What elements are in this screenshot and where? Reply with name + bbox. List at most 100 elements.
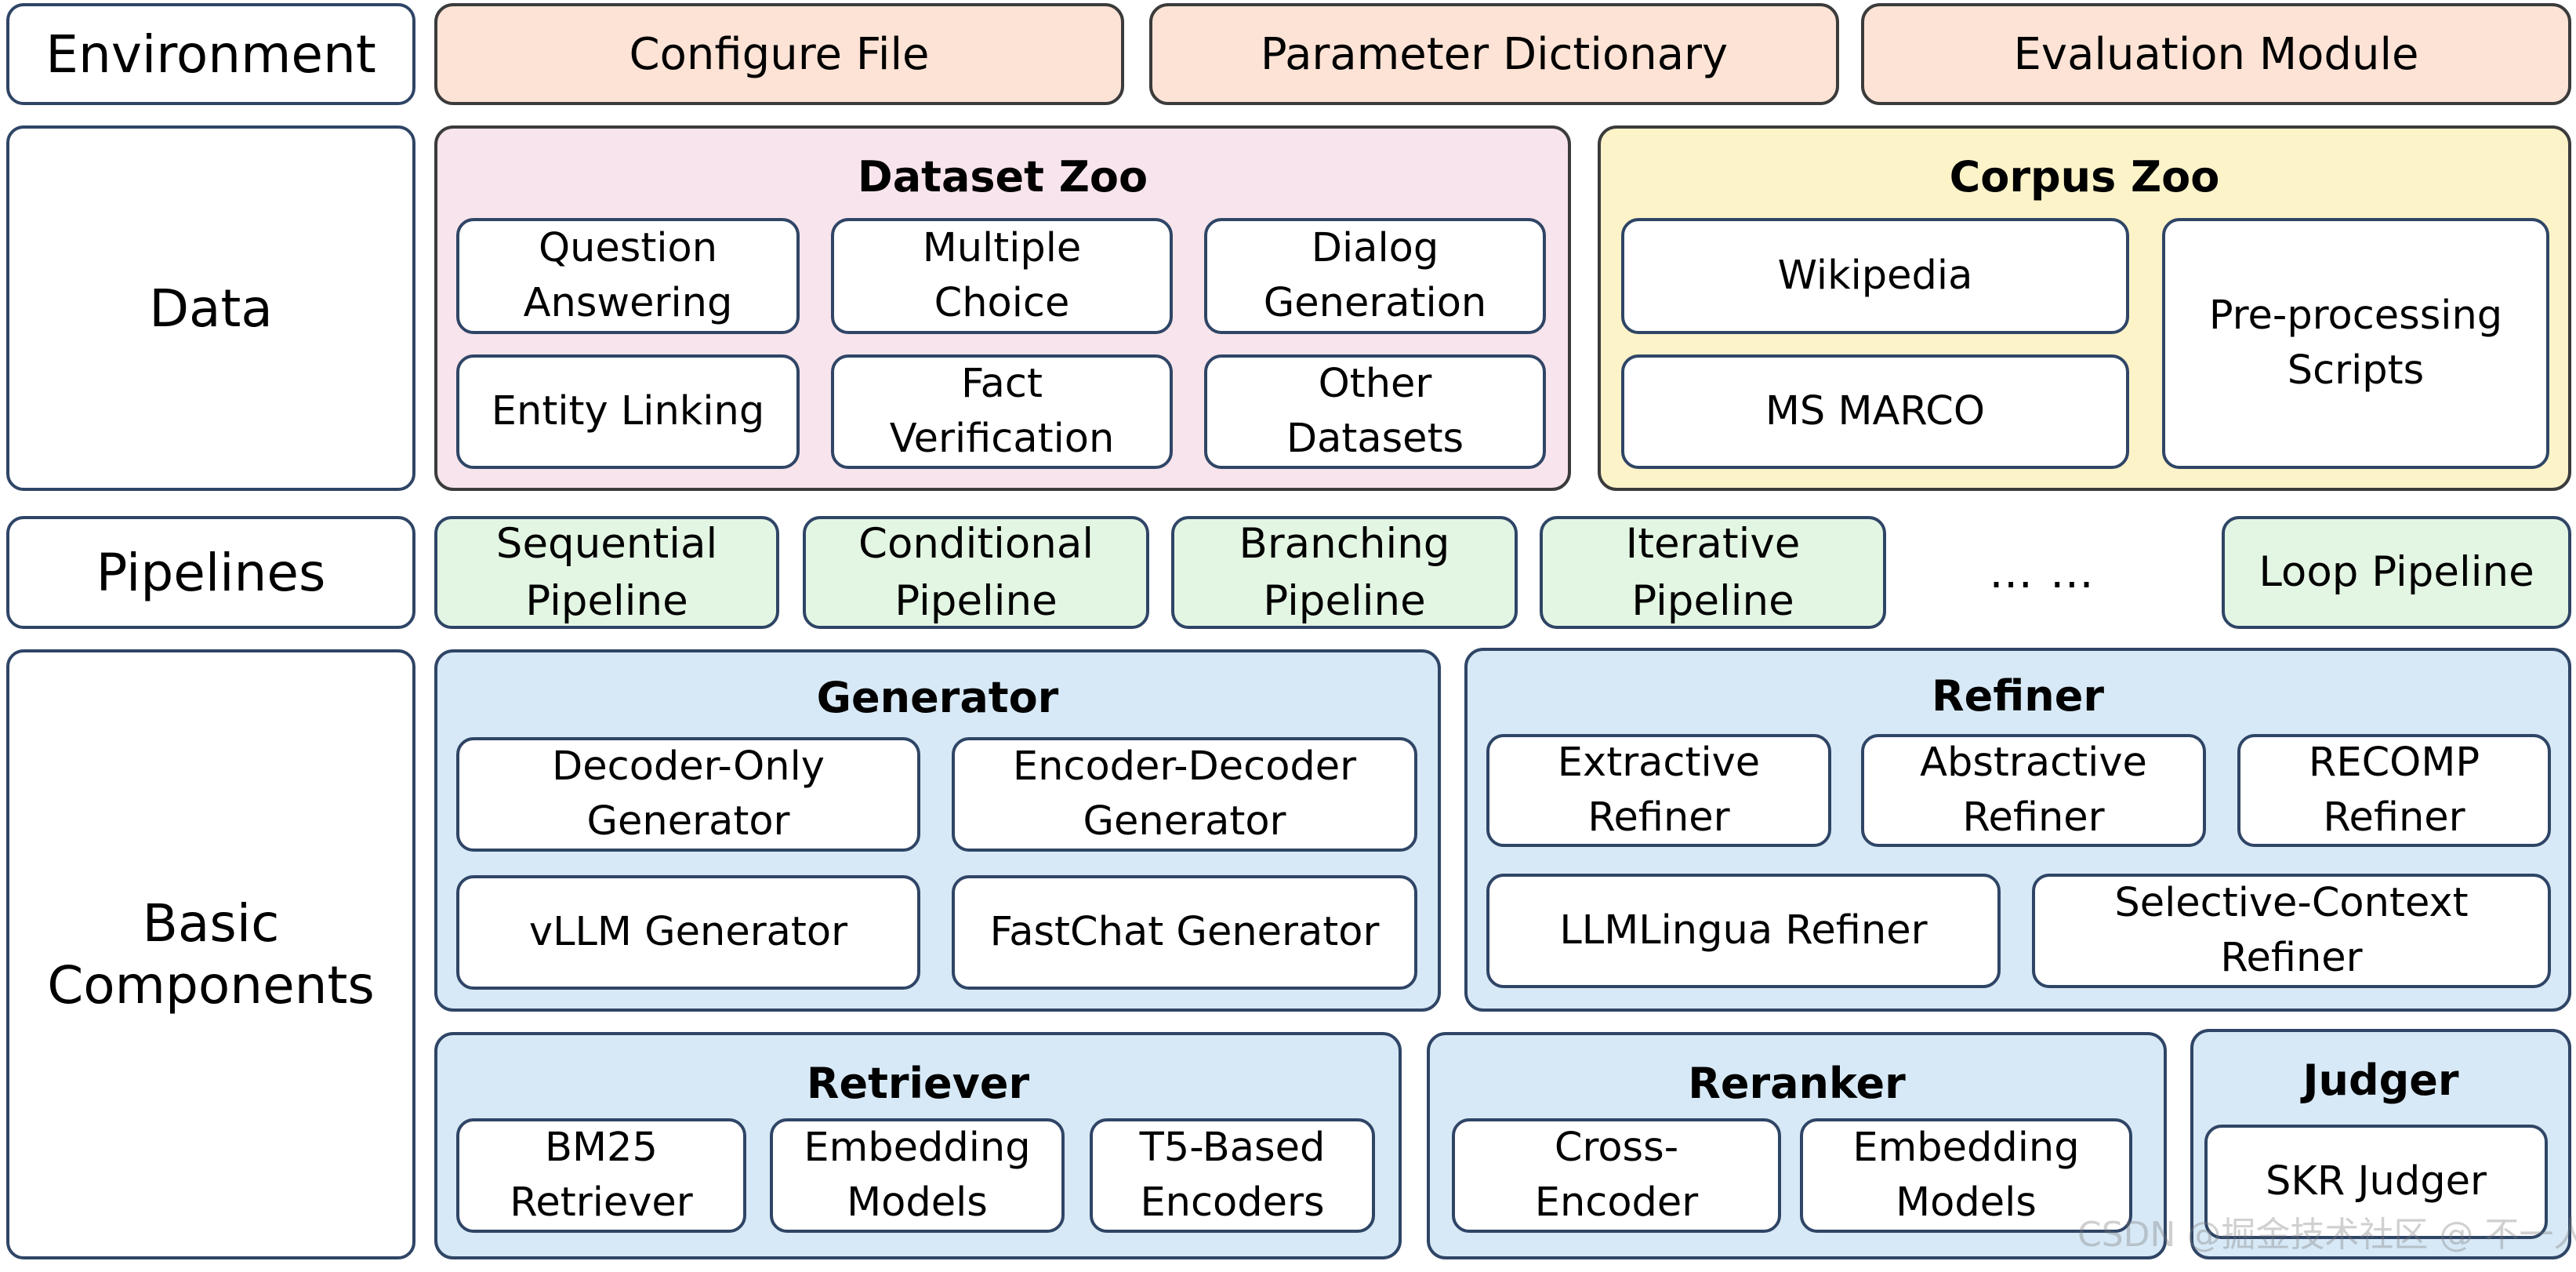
question-answering-line2: Answering	[523, 280, 733, 326]
reranker-embedding-line2: Models	[1896, 1179, 2037, 1226]
judger-title: Judger	[2302, 1056, 2459, 1105]
refiner-title: Refiner	[1932, 671, 2104, 721]
wikipedia-item: Wikipedia	[1621, 218, 2129, 334]
dataset-zoo-title: Dataset Zoo	[857, 152, 1148, 202]
evaluation-module-box: Evaluation Module	[1861, 3, 2571, 105]
skr-judger-item: SKR Judger	[2204, 1125, 2548, 1239]
sequential-pipeline-line1: Sequential	[495, 519, 718, 568]
loop-pipeline-item: Loop Pipeline	[2222, 516, 2571, 629]
configure-file-label: Configure File	[629, 28, 930, 80]
recomp-refiner-line2: Refiner	[2323, 794, 2465, 841]
evaluation-module-label: Evaluation Module	[2013, 28, 2419, 80]
bm25-line2: Retriever	[510, 1179, 693, 1226]
fact-verification-line1: Fact	[961, 360, 1043, 407]
cross-encoder-line1: Cross-	[1554, 1124, 1679, 1171]
sequential-pipeline-line2: Pipeline	[525, 577, 688, 625]
vllm-generator-label: vLLM Generator	[528, 908, 848, 955]
fastchat-generator-label: FastChat Generator	[989, 908, 1380, 955]
extractive-refiner-line1: Extractive	[1557, 739, 1761, 786]
parameter-dictionary-box: Parameter Dictionary	[1149, 3, 1839, 105]
reranker-title: Reranker	[1688, 1059, 1906, 1108]
watermark-text: CSDN @掘金技术社区 @ 不一人工智能	[2077, 1215, 2576, 1255]
extractive-refiner-item: Extractive Refiner	[1486, 734, 1831, 847]
decoder-only-generator-item: Decoder-Only Generator	[456, 737, 920, 852]
generator-title: Generator	[816, 673, 1059, 722]
iterative-pipeline-line1: Iterative	[1625, 519, 1801, 568]
fact-verification-line2: Verification	[889, 416, 1115, 462]
encoder-decoder-line2: Generator	[1083, 798, 1286, 845]
abstractive-refiner-line2: Refiner	[1962, 794, 2105, 841]
corpus-zoo-title: Corpus Zoo	[1949, 152, 2220, 202]
preprocessing-line2: Scripts	[2287, 347, 2425, 394]
selective-context-refiner-item: Selective-Context Refiner	[2032, 874, 2551, 988]
decoder-only-line1: Decoder-Only	[552, 743, 825, 790]
branching-pipeline-item: Branching Pipeline	[1171, 516, 1518, 629]
reranker-embedding-models-item: Embedding Models	[1800, 1118, 2132, 1233]
row-label-basic-text: Basic	[142, 892, 280, 954]
bm25-line1: BM25	[545, 1124, 658, 1171]
pipeline-ellipsis-text: … …	[1989, 547, 2095, 598]
row-label-components-text: Components	[47, 955, 375, 1016]
reranker-embedding-line1: Embedding	[1852, 1124, 2080, 1171]
iterative-pipeline-item: Iterative Pipeline	[1540, 516, 1886, 629]
t5-based-line2: Encoders	[1140, 1179, 1325, 1226]
recomp-refiner-item: RECOMP Refiner	[2237, 734, 2551, 847]
row-label-data-text: Data	[149, 278, 273, 339]
skr-judger-label: SKR Judger	[2266, 1158, 2487, 1205]
conditional-pipeline-line1: Conditional	[858, 519, 1094, 568]
sequential-pipeline-item: Sequential Pipeline	[434, 516, 779, 629]
dialog-generation-line2: Generation	[1263, 280, 1487, 326]
wikipedia-label: Wikipedia	[1777, 252, 1973, 299]
pipeline-ellipsis: … …	[1913, 516, 2171, 629]
other-datasets-line1: Other	[1318, 360, 1432, 407]
other-datasets-line2: Datasets	[1286, 416, 1464, 462]
entity-linking-item: Entity Linking	[456, 354, 800, 469]
bm25-retriever-item: BM25 Retriever	[456, 1118, 746, 1233]
row-label-environment: Environment	[6, 3, 415, 105]
ms-marco-item: MS MARCO	[1621, 354, 2129, 469]
conditional-pipeline-line2: Pipeline	[894, 577, 1058, 625]
preprocessing-line1: Pre-processing	[2208, 292, 2503, 339]
abstractive-refiner-item: Abstractive Refiner	[1861, 734, 2206, 847]
vllm-generator-item: vLLM Generator	[456, 875, 920, 990]
encoder-decoder-line1: Encoder-Decoder	[1012, 743, 1357, 790]
row-label-pipelines-text: Pipelines	[96, 542, 326, 603]
dialog-generation-line1: Dialog	[1311, 224, 1439, 271]
loop-pipeline-label: Loop Pipeline	[2259, 548, 2534, 597]
row-label-basic-components: Basic Components	[6, 649, 415, 1259]
recomp-refiner-line1: RECOMP	[2308, 739, 2480, 786]
branching-pipeline-line2: Pipeline	[1263, 577, 1426, 625]
multiple-choice-line2: Choice	[934, 280, 1070, 326]
preprocessing-scripts-item: Pre-processing Scripts	[2162, 218, 2549, 469]
question-answering-line1: Question	[538, 224, 718, 271]
parameter-dictionary-label: Parameter Dictionary	[1260, 28, 1729, 80]
conditional-pipeline-item: Conditional Pipeline	[803, 516, 1149, 629]
extractive-refiner-line2: Refiner	[1587, 794, 1730, 841]
multiple-choice-item: Multiple Choice	[831, 218, 1173, 334]
configure-file-box: Configure File	[434, 3, 1124, 105]
iterative-pipeline-line2: Pipeline	[1631, 577, 1794, 625]
llmlingua-refiner-item: LLMLingua Refiner	[1486, 874, 2001, 988]
t5-based-line1: T5-Based	[1139, 1124, 1326, 1171]
row-label-pipelines: Pipelines	[6, 516, 415, 629]
retriever-title: Retriever	[806, 1059, 1030, 1108]
encoder-decoder-generator-item: Encoder-Decoder Generator	[952, 737, 1417, 852]
retriever-embedding-models-item: Embedding Models	[770, 1118, 1065, 1233]
row-label-environment-text: Environment	[45, 24, 376, 85]
selective-context-line2: Refiner	[2220, 935, 2363, 981]
ms-marco-label: MS MARCO	[1765, 387, 1986, 434]
multiple-choice-line1: Multiple	[922, 224, 1082, 271]
fastchat-generator-item: FastChat Generator	[952, 875, 1417, 990]
selective-context-line1: Selective-Context	[2114, 879, 2469, 926]
retriever-embedding-line2: Models	[847, 1179, 988, 1226]
fact-verification-item: Fact Verification	[831, 354, 1173, 469]
decoder-only-line2: Generator	[586, 798, 790, 845]
retriever-embedding-line1: Embedding	[804, 1124, 1031, 1171]
cross-encoder-line2: Encoder	[1534, 1179, 1699, 1226]
cross-encoder-item: Cross- Encoder	[1452, 1118, 1781, 1233]
t5-based-encoders-item: T5-Based Encoders	[1090, 1118, 1375, 1233]
abstractive-refiner-line1: Abstractive	[1920, 739, 2147, 786]
entity-linking-label: Entity Linking	[491, 387, 765, 434]
branching-pipeline-line1: Branching	[1239, 519, 1450, 568]
question-answering-item: Question Answering	[456, 218, 800, 334]
